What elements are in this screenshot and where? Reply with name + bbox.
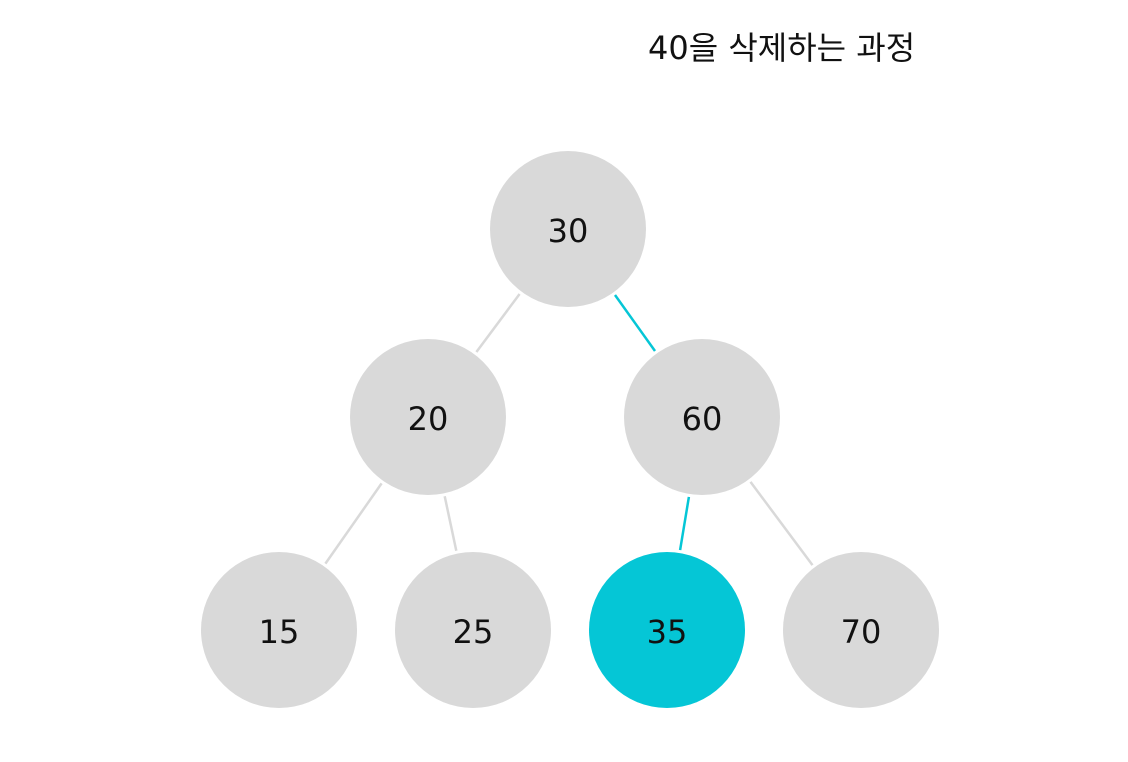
node-circle xyxy=(624,339,780,495)
tree-node-20: 20 xyxy=(350,339,506,495)
node-circle xyxy=(589,552,745,708)
node-label: 15 xyxy=(259,613,300,651)
tree-node-35: 35 xyxy=(589,552,745,708)
node-circle xyxy=(201,552,357,708)
node-label: 25 xyxy=(453,613,494,651)
diagram-caption: 40을 삭제하는 과정 xyxy=(648,29,916,67)
tree-node-70: 70 xyxy=(783,552,939,708)
tree-nodes: 30 20 60 15 25 35 70 xyxy=(201,151,939,708)
node-label: 20 xyxy=(408,400,449,438)
tree-node-30: 30 xyxy=(490,151,646,307)
tree-node-60: 60 xyxy=(624,339,780,495)
edge-20-25 xyxy=(443,496,458,551)
edge-20-15 xyxy=(324,482,383,565)
tree-node-15: 15 xyxy=(201,552,357,708)
edge-30-20 xyxy=(475,293,521,353)
node-circle xyxy=(783,552,939,708)
node-label: 70 xyxy=(841,613,882,651)
node-label: 30 xyxy=(548,212,589,250)
node-circle xyxy=(395,552,551,708)
edge-60-70 xyxy=(749,481,814,566)
edge-30-60 xyxy=(613,294,657,352)
tree-node-25: 25 xyxy=(395,552,551,708)
node-circle xyxy=(350,339,506,495)
tree-edges xyxy=(324,293,814,566)
node-label: 60 xyxy=(682,400,723,438)
edge-60-35 xyxy=(678,496,691,551)
node-label: 35 xyxy=(647,613,688,651)
node-circle xyxy=(490,151,646,307)
